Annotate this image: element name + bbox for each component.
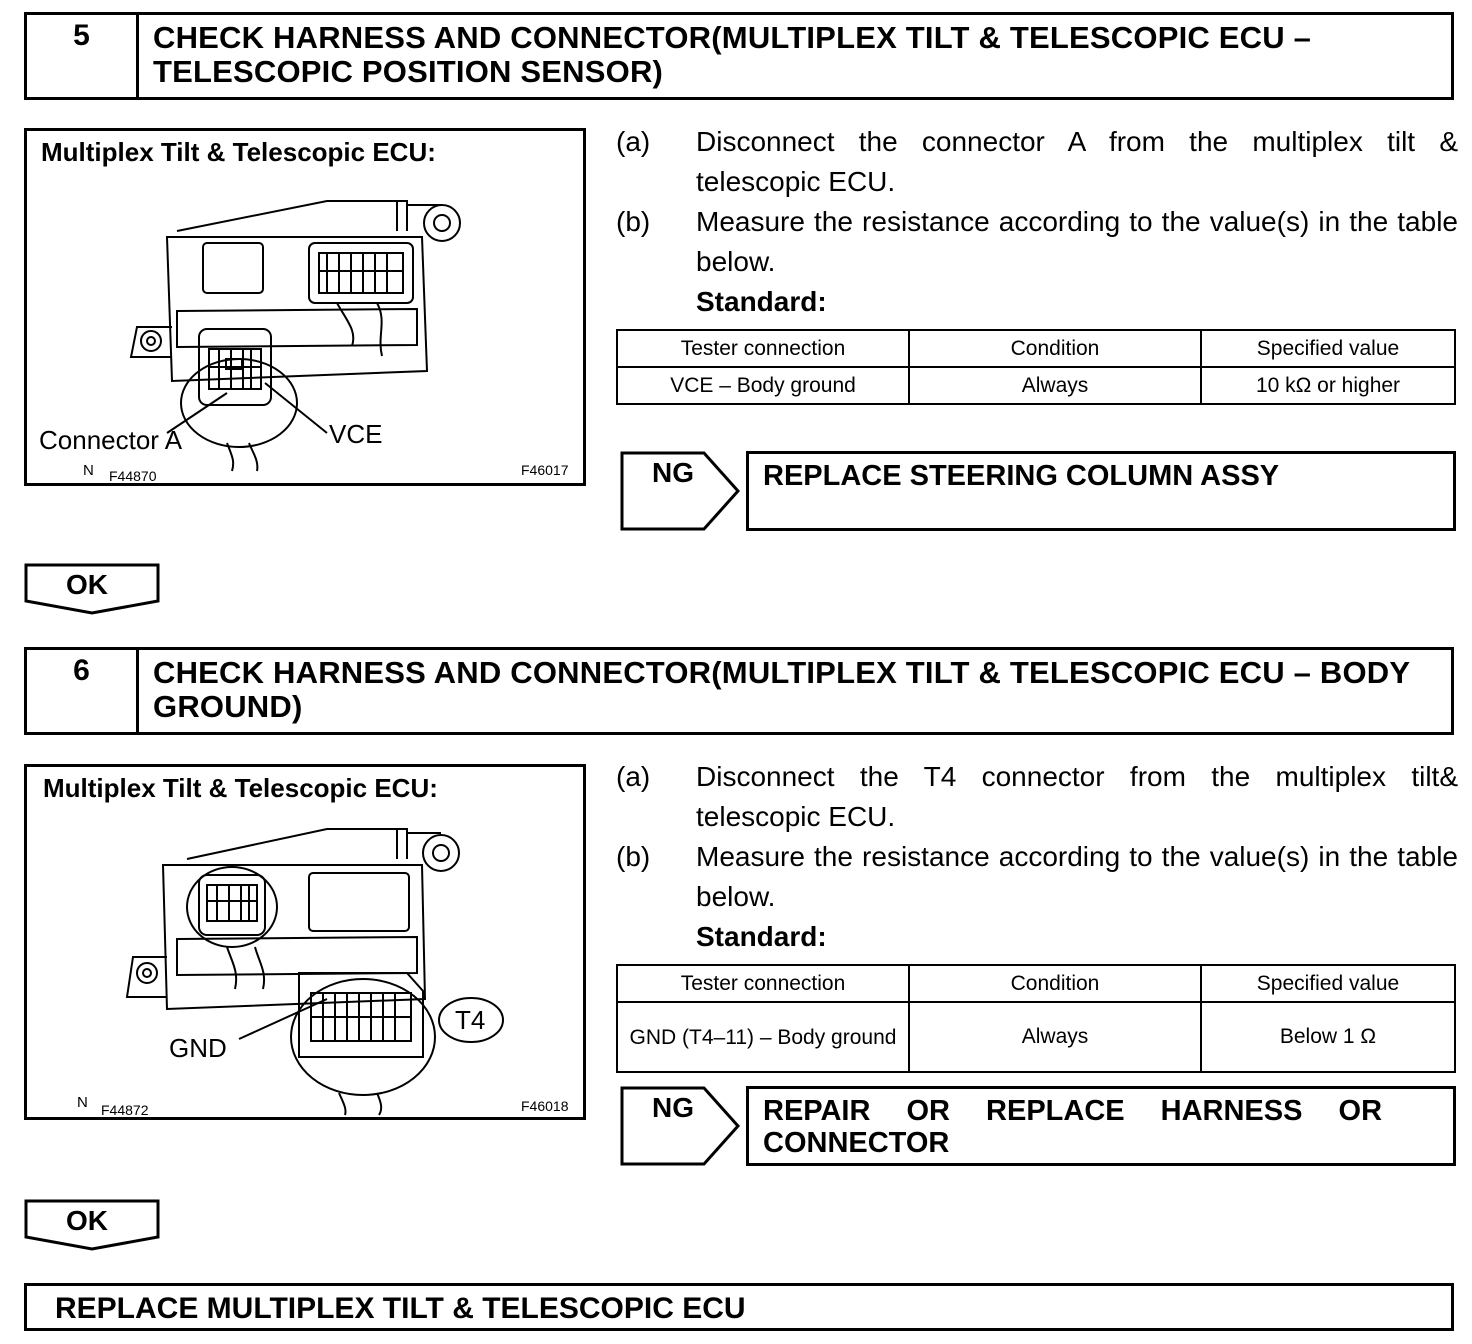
figure-ref-n: N [77, 1094, 88, 1111]
table-header-row: Tester connection Condition Specified va… [616, 329, 1456, 368]
instruction-label: (b) [616, 841, 651, 872]
step-title: CHECK HARNESS AND CONNECTOR(MULTIPLEX TI… [153, 655, 1410, 724]
step-6-header: 6 CHECK HARNESS AND CONNECTOR(MULTIPLEX … [24, 647, 1454, 735]
t4-label: T4 [455, 1005, 485, 1035]
vce-label: VCE [329, 419, 382, 449]
table-header-row: Tester connection Condition Specified va… [616, 964, 1456, 1003]
table-header: Specified value [1200, 329, 1456, 368]
ng-arrow-icon [620, 451, 740, 531]
table-cell: Always [908, 366, 1202, 405]
step-5-spec-table: Tester connection Condition Specified va… [616, 329, 1456, 405]
standard-label: Standard: [696, 286, 827, 317]
instruction-label: (a) [616, 761, 651, 792]
table-header: Specified value [1200, 964, 1456, 1003]
ok-arrow-icon [24, 1199, 160, 1251]
table-cell: GND (T4–11) – Body ground [616, 1001, 910, 1073]
figure-ref-n: N [83, 462, 94, 479]
instruction-a: (a) Disconnect the connector A from the … [616, 122, 1458, 202]
standard-label: Standard: [696, 921, 827, 952]
table-header: Condition [908, 964, 1202, 1003]
table-header: Tester connection [616, 964, 910, 1003]
step-6-figure: Multiplex Tilt & Telescopic ECU: [24, 764, 586, 1120]
step-6-ok-result: OK [24, 1199, 160, 1251]
step-number: 6 [27, 650, 139, 732]
instruction-label: (a) [616, 126, 651, 157]
figure-title: Multiplex Tilt & Telescopic ECU: [43, 773, 438, 803]
instruction-a: (a) Disconnect the T4 connector from the… [616, 757, 1458, 837]
step-5-header: 5 CHECK HARNESS AND CONNECTOR(MULTIPLEX … [24, 12, 1454, 100]
step-6-instructions: (a) Disconnect the T4 connector from the… [616, 757, 1458, 957]
instruction-b: (b) Measure the resistance according to … [616, 202, 1458, 282]
step-5-ng-result: NG REPLACE STEERING COLUMN ASSY [620, 451, 1456, 533]
step-6-spec-table: Tester connection Condition Specified va… [616, 964, 1456, 1073]
figure-ref-left: F44872 [101, 1102, 149, 1117]
ok-arrow-icon [24, 563, 160, 615]
step-5-figure: Multiplex Tilt & Telescopic ECU: [24, 128, 586, 486]
table-header: Condition [908, 329, 1202, 368]
table-row: GND (T4–11) – Body ground Always Below 1… [616, 1001, 1456, 1073]
instruction-b: (b) Measure the resistance according to … [616, 837, 1458, 917]
figure-ref-right: F46017 [521, 462, 569, 478]
table-header: Tester connection [616, 329, 910, 368]
table-cell: Below 1 Ω [1200, 1001, 1456, 1073]
table-cell: VCE – Body ground [616, 366, 910, 405]
table-cell: Always [908, 1001, 1202, 1073]
ng-action: REPAIR OR REPLACE HARNESS OR CONNECTOR [746, 1086, 1456, 1166]
instruction-text: Disconnect the connector A from the mult… [696, 126, 1458, 197]
instruction-text: Disconnect the T4 connector from the mul… [696, 761, 1458, 832]
table-row: VCE – Body ground Always 10 kΩ or higher [616, 366, 1456, 405]
ok-label: OK [66, 569, 108, 600]
gnd-label: GND [169, 1033, 227, 1063]
final-action: REPLACE MULTIPLEX TILT & TELESCOPIC ECU [24, 1283, 1454, 1331]
step-number: 5 [27, 15, 139, 97]
instruction-text: Measure the resistance according to the … [696, 206, 1458, 277]
ng-label: NG [652, 1092, 694, 1123]
ecu-t4-connector-diagram: T4 GND N F44872 F46018 [77, 828, 569, 1117]
figure-title: Multiplex Tilt & Telescopic ECU: [41, 137, 436, 167]
instruction-label: (b) [616, 206, 651, 237]
figure-ref-right: F46018 [521, 1098, 569, 1114]
instruction-text: Measure the resistance according to the … [696, 841, 1458, 912]
figure-ref-left: F44870 [109, 468, 157, 483]
ok-label: OK [66, 1205, 108, 1236]
ng-arrow-icon [620, 1086, 740, 1166]
table-cell: 10 kΩ or higher [1200, 366, 1456, 405]
step-title: CHECK HARNESS AND CONNECTOR(MULTIPLEX TI… [153, 20, 1312, 89]
ng-label: NG [652, 457, 694, 488]
connector-a-label: Connector A [39, 425, 183, 455]
ng-action: REPLACE STEERING COLUMN ASSY [746, 451, 1456, 531]
ecu-connector-a-diagram: Connector A VCE N F44870 F46017 [39, 200, 569, 483]
step-6-ng-result: NG REPAIR OR REPLACE HARNESS OR CONNECTO… [620, 1086, 1456, 1168]
step-5-ok-result: OK [24, 563, 160, 615]
step-5-instructions: (a) Disconnect the connector A from the … [616, 122, 1458, 322]
